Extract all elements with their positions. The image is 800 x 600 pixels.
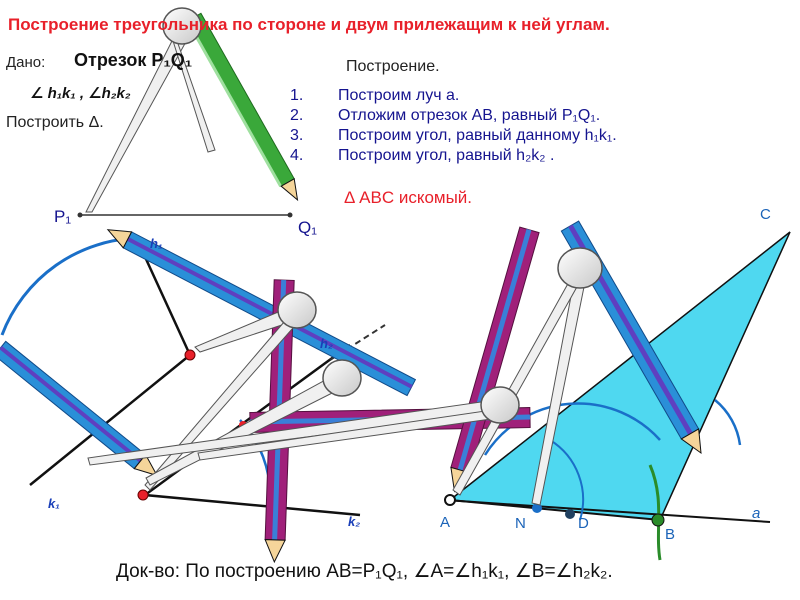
point-d	[565, 509, 575, 519]
label-ray-a: a	[752, 505, 761, 522]
point-n	[532, 503, 542, 513]
ray-a	[444, 499, 771, 523]
label-b-point: B	[665, 526, 676, 543]
point-a	[444, 494, 456, 506]
given-segment: Отрезок P₁Q₁	[74, 50, 193, 70]
proof-text: Док-во: По построению AB=P₁Q₁, ∠A=∠h₁k₁,…	[116, 561, 613, 582]
side-bc	[659, 231, 791, 521]
build-task: Построить Δ.	[6, 114, 104, 131]
construction-result: Δ ABC искомый.	[344, 188, 473, 207]
point-b	[651, 513, 665, 527]
point-p1	[77, 212, 83, 218]
point-h1k1-vertex	[184, 349, 196, 361]
label-h2: h₂	[320, 336, 333, 351]
compass-cap-far-icon	[557, 247, 603, 289]
blue-pencil-lower-icon	[0, 340, 159, 477]
angle-h1k1-arc	[0, 236, 141, 336]
compass-cap-right-icon	[480, 386, 520, 424]
label-h1: h₁	[150, 236, 163, 251]
compass-legs-icon	[85, 23, 586, 506]
given-angles: ∠ h₁k₁ , ∠h₂k₂	[30, 85, 131, 102]
compass-cap-top-icon	[162, 7, 202, 45]
construction-steps: 1.Построим луч a. 2.Отложим отрезок AB, …	[290, 86, 617, 166]
side-ac	[449, 231, 791, 501]
blue-pencil-upper-icon	[106, 229, 417, 397]
label-k1: k₁	[48, 496, 60, 511]
step-item: 3.Построим угол, равный данному h₁k₁.	[290, 127, 617, 144]
given-label: Дано:	[6, 54, 46, 71]
page-title: Построение треугольника по стороне и дву…	[8, 15, 610, 34]
compass-cap-center-icon	[322, 359, 362, 397]
compass-cap-mid-icon	[277, 291, 317, 329]
side-ab	[449, 499, 661, 521]
arc-a-inner	[549, 439, 585, 521]
construction-heading: Построение.	[346, 58, 440, 75]
label-c-point: C	[760, 206, 771, 223]
point-h2k2-vertex	[137, 489, 149, 501]
label-q1: Q₁	[298, 218, 317, 237]
point-q1	[287, 212, 293, 218]
step-item: 1.Построим луч a.	[290, 87, 460, 104]
label-p1: P₁	[54, 207, 72, 226]
triangle-abc	[448, 231, 791, 521]
step-item: 2.Отложим отрезок AB, равный P₁Q₁.	[290, 107, 601, 124]
arc-b-blue	[714, 399, 742, 446]
label-d-point: D	[578, 515, 589, 532]
label-n-point: N	[515, 515, 526, 532]
arc-a-blue	[483, 402, 661, 456]
label-a-point: A	[440, 514, 451, 531]
green-pencil-icon	[186, 12, 299, 202]
step-item: 4.Построим угол, равный h₂k₂ .	[290, 147, 555, 164]
label-k2: k₂	[348, 514, 361, 529]
